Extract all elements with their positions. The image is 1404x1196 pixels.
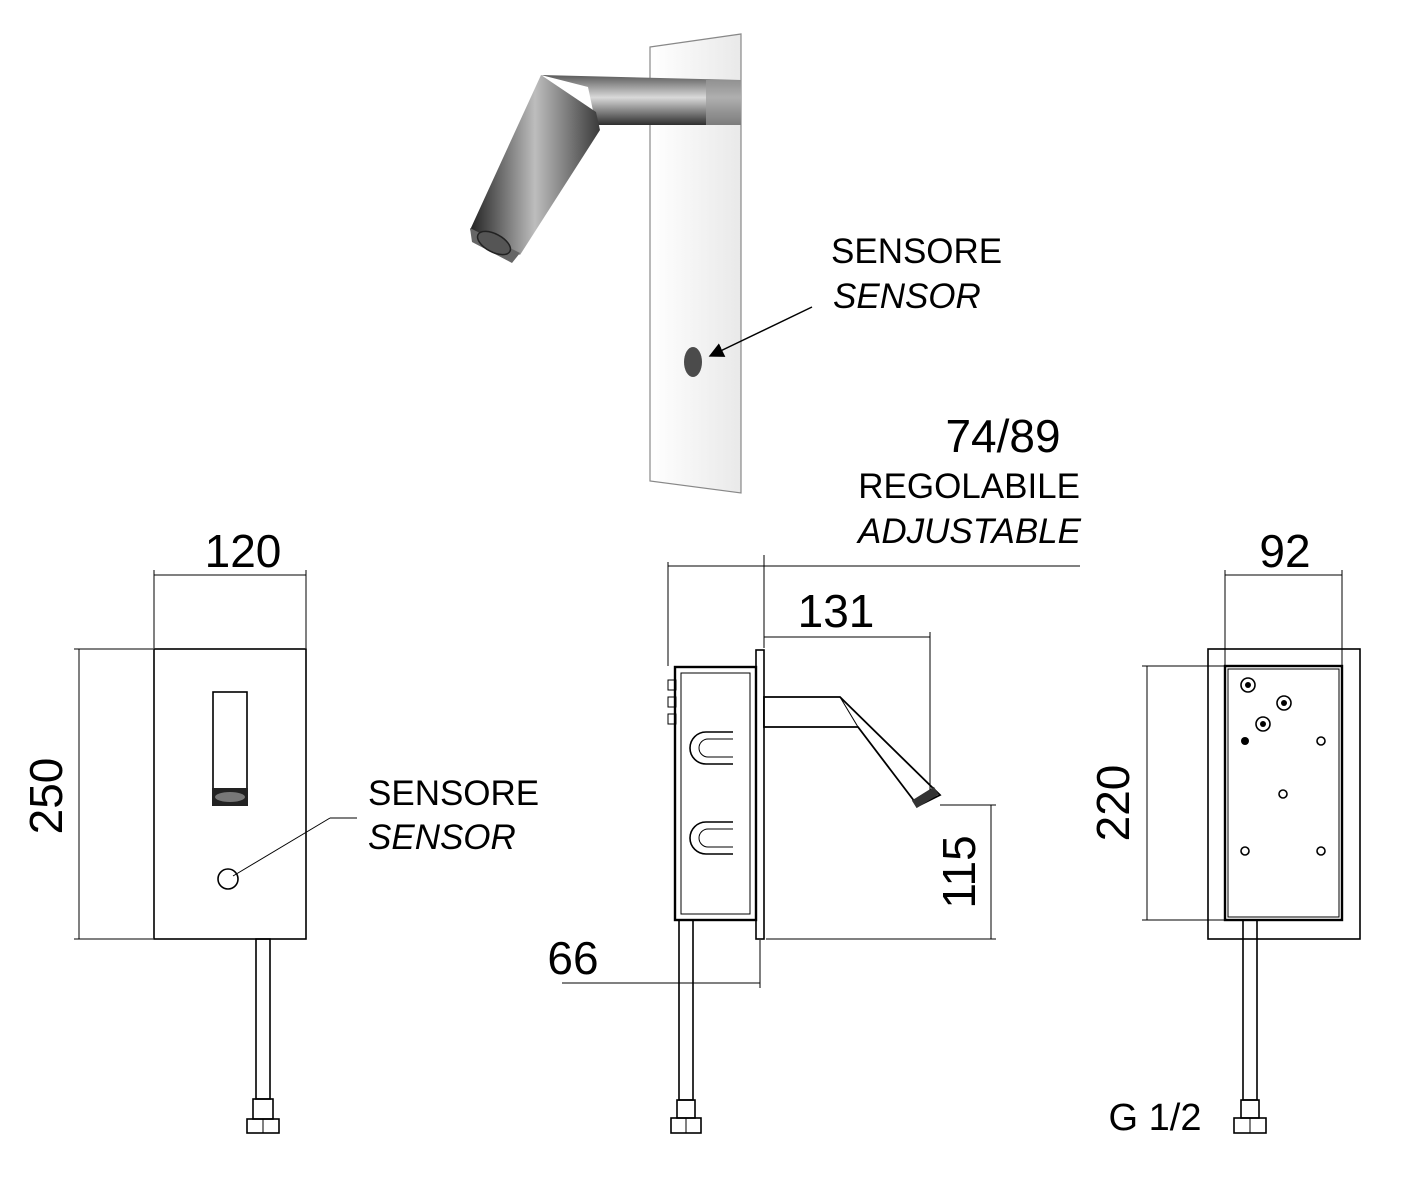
side-knockout-bottom-inner [698, 828, 733, 848]
front-supply-pipe [255, 938, 271, 1100]
front-width-dim: 120 [205, 525, 282, 577]
back-width-dim: 92 [1259, 525, 1310, 577]
side-box-bracket-2 [667, 696, 677, 708]
side-spout-dim: 131 [798, 585, 875, 637]
back-connection-label: G 1/2 [1109, 1097, 1202, 1139]
side-view: 74/89 REGOLABILE ADJUSTABLE 131 115 66 [547, 410, 1082, 1134]
front-sensor-leader [232, 817, 331, 877]
front-view: SENSORE SENSOR 120 250 [20, 525, 539, 1134]
perspective-view: SENSORE SENSOR [470, 33, 1002, 494]
side-box-bracket-3 [667, 713, 677, 725]
side-box [673, 665, 758, 922]
side-box-inner [680, 672, 751, 915]
side-reach-label: REGOLABILE [858, 467, 1080, 506]
side-reach-label-en: ADJUSTABLE [856, 512, 1082, 551]
front-spout-aerator-highlight [215, 792, 245, 802]
spout-arm-face [706, 80, 741, 125]
side-pipe-nut [676, 1099, 696, 1119]
front-height-dim: 250 [20, 758, 72, 835]
back-inlet-3 [1255, 716, 1271, 732]
sensor-leader [708, 306, 813, 357]
side-spout-edge [839, 696, 859, 728]
spout-neck [470, 75, 600, 255]
front-spout [212, 691, 248, 793]
back-plate [1207, 648, 1361, 940]
side-knockout-top-inner [698, 738, 733, 758]
back-hole-b [1316, 736, 1326, 746]
perspective-sensor-label-en: SENSOR [833, 277, 981, 316]
side-depth-dim: 66 [547, 932, 598, 984]
spout-aerator [476, 230, 512, 256]
front-sensor-label: SENSORE [368, 774, 539, 813]
back-height-dim: 220 [1087, 765, 1139, 842]
back-supply-pipe [1242, 919, 1258, 1101]
back-inlet-3-core [1260, 721, 1266, 727]
side-box-bracket [667, 679, 677, 691]
back-inlet-2-core [1281, 700, 1287, 706]
back-hole-d [1240, 846, 1250, 856]
back-hole-a [1241, 737, 1249, 745]
back-hole-e [1316, 846, 1326, 856]
perspective-sensor-label: SENSORE [831, 232, 1002, 271]
back-inlet-2 [1276, 695, 1292, 711]
side-reach-dim: 74/89 [945, 410, 1060, 462]
side-spout-tip [911, 786, 939, 809]
front-plate [153, 648, 307, 940]
side-plate [755, 649, 765, 940]
back-inlet-1 [1240, 677, 1256, 693]
back-hole-c [1278, 789, 1288, 799]
spout-arm [541, 75, 741, 125]
front-pipe-nut [252, 1098, 274, 1120]
side-knockout-top [689, 731, 733, 765]
front-sensor [217, 868, 239, 890]
back-pipe-nut [1240, 1099, 1260, 1119]
back-box-inner [1227, 668, 1340, 918]
side-knockout-bottom [689, 821, 733, 855]
side-spout [763, 696, 942, 808]
back-view: G 1/2 92 220 [1087, 525, 1361, 1139]
side-supply-pipe [678, 919, 694, 1101]
wall-plate [649, 33, 742, 494]
back-inlet-1-core [1245, 682, 1251, 688]
back-box [1223, 664, 1344, 922]
sensor-window [684, 347, 702, 377]
side-height-dim: 115 [933, 835, 985, 908]
front-sensor-label-en: SENSOR [368, 818, 516, 857]
